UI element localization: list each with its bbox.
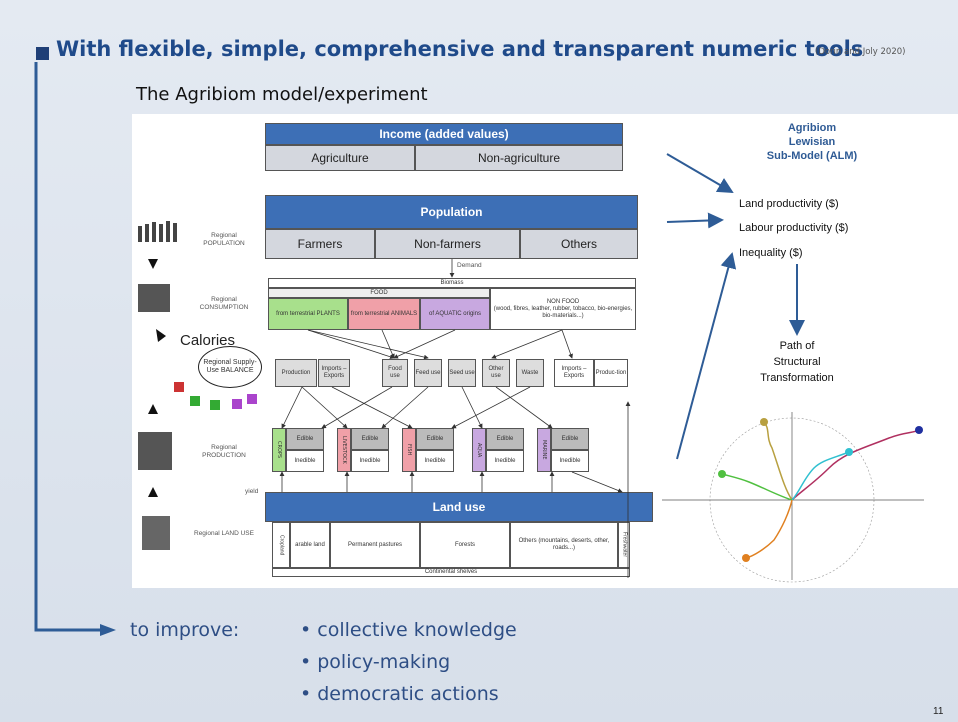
food-aquatic: of AQUATIC origins: [420, 298, 490, 330]
calories-label: Calories: [180, 332, 236, 349]
production-inedible-2: Inedible: [351, 450, 389, 472]
trajectory-red: [791, 429, 920, 501]
production-edible-3: Edible: [416, 428, 454, 450]
arrow-down-icon: [148, 259, 158, 269]
balance-imports-exports-2: Imports – Exports: [554, 359, 594, 387]
food-plants: from terrestrial PLANTS: [268, 298, 348, 330]
path-structural-transformation: Path of Structural Transformation: [752, 338, 842, 386]
diagram-arrows: [279, 153, 805, 578]
production-sector-1: CROPS: [272, 428, 286, 472]
improve-item-policy-text: policy-making: [317, 651, 451, 673]
arrow-up-icon: [148, 404, 158, 414]
land-use-shelves: Continental shelves: [272, 568, 630, 577]
balance-production-2: Produc-tion: [594, 359, 628, 387]
alm-land-productivity: Land productivity ($): [739, 198, 839, 210]
row-pictograms: [138, 221, 257, 550]
arrow-up-icon-2: [148, 487, 158, 497]
balance-feed-use: Feed use: [414, 359, 442, 387]
alm-title: Agribiom Lewisian Sub-Model (ALM): [752, 121, 872, 163]
production-inedible-1: Inedible: [286, 450, 324, 472]
balance-other-use: Other use: [482, 359, 510, 387]
diagram-panel: Income (added values) Agriculture Non-ag…: [132, 114, 958, 588]
production-inedible-3: Inedible: [416, 450, 454, 472]
trajectory-cyan: [791, 451, 850, 501]
land-use-title: Land use: [265, 492, 653, 522]
income-title: Income (added values): [265, 123, 623, 145]
row-label-land-use: Regional LAND USE: [194, 530, 254, 537]
subtitle: The Agribiom model/experiment: [136, 84, 428, 105]
alm-title-line-3: Sub-Model (ALM): [766, 150, 858, 162]
land-use-cropland: Cropland: [272, 522, 290, 568]
alm-labour-productivity: Labour productivity ($): [739, 222, 849, 234]
population-pictogram-icon: [138, 221, 177, 242]
production-sector-3: FISH: [402, 428, 416, 472]
improve-item-knowledge: • collective knowledge: [300, 619, 517, 641]
food-label: FOOD: [268, 288, 490, 298]
page-number: 11: [933, 706, 944, 717]
balance-food-use: Food use: [382, 359, 408, 387]
production-pictogram-icon: [138, 432, 172, 470]
alm-title-line-2: Lewisian: [788, 136, 836, 148]
population-farmers: Farmers: [265, 229, 375, 259]
land-pictogram-icon: [142, 516, 170, 550]
improve-item-policy: • policy-making: [300, 651, 451, 673]
balance-production: Production: [275, 359, 317, 387]
structural-transformation-chart: [662, 412, 924, 583]
non-food-detail: (wood, fibres, leather, rubber, tobacco,…: [493, 305, 633, 319]
alm-title-line-1: Agribiom: [787, 122, 837, 134]
population-non-farmers: Non-farmers: [375, 229, 520, 259]
production-inedible-4: Inedible: [486, 450, 524, 472]
supply-use-balance: Regional Supply-Use BALANCE: [198, 346, 262, 388]
row-label-consumption: Regional CONSUMPTION: [199, 296, 249, 311]
improve-item-democratic-text: democratic actions: [317, 683, 499, 705]
land-use-freshwater: Freshwater: [618, 522, 630, 568]
land-use-arable: arable land: [290, 522, 330, 568]
row-label-population: Regional POPULATION: [203, 232, 245, 247]
balance-waste: Waste: [516, 359, 544, 387]
income-non-agriculture: Non-agriculture: [415, 145, 623, 171]
income-agriculture: Agriculture: [265, 145, 415, 171]
balance-imports-exports: Imports – Exports: [318, 359, 350, 387]
improve-item-democratic: • democratic actions: [300, 683, 499, 705]
improve-item-knowledge-text: collective knowledge: [317, 619, 517, 641]
production-sector-4: AQUA: [472, 428, 486, 472]
food-animals: from terrestrial ANIMALS: [348, 298, 420, 330]
non-food-label: NON FOOD: [546, 298, 580, 305]
production-sector-5: MARINE: [537, 428, 551, 472]
consumption-pictogram-icon: [138, 284, 170, 312]
land-use-forests: Forests: [420, 522, 510, 568]
production-edible-2: Edible: [351, 428, 389, 450]
production-edible-4: Edible: [486, 428, 524, 450]
row-label-production: Regional PRODUCTION: [202, 444, 246, 459]
supply-pictogram-icon: [174, 382, 257, 410]
population-title: Population: [265, 195, 638, 229]
improve-lead: to improve:: [130, 619, 240, 641]
arrow-icon: [156, 329, 166, 342]
demand-label: Demand: [457, 262, 482, 269]
title-bullet: [36, 47, 49, 60]
yield-label: yield: [245, 488, 259, 495]
path-line-3: Transformation: [760, 372, 834, 384]
production-edible-5: Edible: [551, 428, 589, 450]
citation: (Dorin and Joly 2020): [815, 47, 906, 57]
population-others: Others: [520, 229, 638, 259]
balance-seed-use: Seed use: [448, 359, 476, 387]
path-line-2: Structural: [773, 356, 821, 368]
production-edible-1: Edible: [286, 428, 324, 450]
trajectory-yellow: [763, 421, 793, 501]
land-use-pastures: Permanent pastures: [330, 522, 420, 568]
slide-title: With flexible, simple, comprehensive and…: [56, 37, 864, 61]
production-sector-2: LIVESTOCK: [337, 428, 351, 472]
land-use-others: Others (mountains, deserts, other, roads…: [510, 522, 618, 568]
path-line-1: Path of: [779, 340, 815, 352]
non-food-box: NON FOOD(wood, fibres, leather, rubber, …: [490, 288, 636, 330]
trajectory-orange: [745, 499, 793, 559]
trajectory-green: [721, 473, 793, 501]
production-inedible-5: Inedible: [551, 450, 589, 472]
alm-inequality: Inequality ($): [739, 247, 803, 259]
biomass-label: Biomass: [268, 278, 636, 288]
